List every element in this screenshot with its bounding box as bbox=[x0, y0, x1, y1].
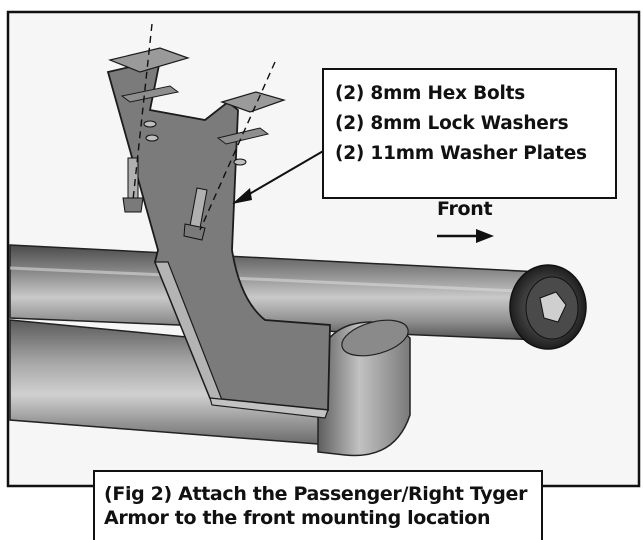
front-arrow bbox=[437, 229, 494, 243]
mounting-bracket bbox=[106, 47, 331, 419]
end-cap bbox=[509, 264, 587, 350]
caption-line-2: Armor to the front mounting location bbox=[104, 507, 491, 529]
figure-caption: (Fig 2) Attach the Passenger/Right Tyger… bbox=[93, 470, 543, 540]
logo-emblem bbox=[539, 291, 567, 323]
leader-arrow bbox=[232, 149, 326, 204]
part-line-lock-washers: (2) 8mm Lock Washers bbox=[335, 113, 569, 134]
parts-callout: (2) 8mm Hex Bolts (2) 8mm Lock Washers (… bbox=[322, 68, 617, 199]
front-label: Front bbox=[437, 198, 493, 220]
part-line-hex-bolts: (2) 8mm Hex Bolts bbox=[335, 83, 526, 104]
part-line-washer-plates: (2) 11mm Washer Plates bbox=[335, 143, 587, 164]
alignment-lines bbox=[132, 23, 276, 231]
bend-tube bbox=[317, 319, 411, 457]
hex-bolts bbox=[122, 157, 208, 241]
washer-plates bbox=[120, 85, 270, 166]
caption-line-1: (Fig 2) Attach the Passenger/Right Tyger bbox=[104, 483, 528, 505]
